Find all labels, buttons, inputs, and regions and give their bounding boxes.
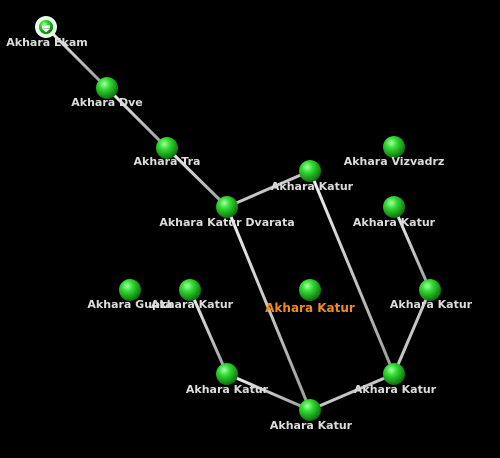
graph-node[interactable]: Akhara Katur (270, 399, 353, 432)
node-ball[interactable] (96, 77, 118, 99)
node-ball[interactable] (383, 196, 405, 218)
node-label[interactable]: Akhara Katur (270, 419, 353, 432)
node-label[interactable]: Akhara Katur (353, 216, 436, 229)
node-label[interactable]: Akhara Tra (134, 155, 201, 168)
edge-n5-n13 (308, 169, 396, 376)
edge-n1-n2 (44, 25, 109, 90)
graph-node[interactable]: Akhara Katur Dvarata (159, 196, 295, 229)
node-label[interactable]: Akhara Katur (354, 383, 437, 396)
node-ball[interactable] (299, 399, 321, 421)
node-label[interactable]: Akhara Gupta (87, 298, 172, 311)
node-label[interactable]: Akhara Vizvadrz (344, 155, 445, 168)
graph-node[interactable]: Akhara Tra (134, 137, 201, 168)
edge-n8-n9 (392, 205, 432, 292)
graph-node[interactable]: Akhara Katur (186, 363, 269, 396)
edge-n4-n14 (225, 205, 312, 412)
node-label[interactable]: Akhara Ekam (6, 36, 87, 49)
graph-node[interactable]: Akhara Gupta (87, 279, 173, 311)
graph-node[interactable]: Akhara Katur (151, 279, 234, 311)
selected-node-label[interactable]: Akhara Katur (265, 301, 355, 315)
node-ball[interactable] (119, 279, 141, 301)
node-ball[interactable] (216, 363, 238, 385)
node-ball[interactable] (179, 279, 201, 301)
node-ball[interactable] (299, 160, 321, 182)
node-ball[interactable] (383, 363, 405, 385)
node-ball[interactable] (383, 136, 405, 158)
graph-node[interactable]: Akhara Katur (354, 363, 437, 396)
edge-n9-n13 (392, 288, 432, 376)
node-ball[interactable] (216, 196, 238, 218)
node-label[interactable]: Akhara Katur (271, 180, 354, 193)
edge-n4-n5 (225, 169, 312, 209)
graph-node[interactable]: Akhara Katur (271, 160, 354, 193)
graph-node[interactable]: Akhara Katur (390, 279, 473, 311)
circle-arrow-down-icon (42, 25, 50, 33)
node-ball[interactable] (156, 137, 178, 159)
graph-node[interactable]: Akhara Dve (71, 77, 143, 109)
node-label[interactable]: Akhara Katur (186, 383, 269, 396)
node-label[interactable]: Akhara Katur (151, 298, 234, 311)
graph-node[interactable]: Akhara Ekam (6, 16, 88, 49)
graph-node[interactable]: Akhara Katur (353, 196, 436, 229)
edge-n2-n3 (105, 86, 169, 150)
edge-n11-n12 (188, 288, 229, 376)
node-label[interactable]: Akhara Dve (71, 96, 143, 109)
node-label[interactable]: Akhara Katur (390, 298, 473, 311)
node-ball[interactable] (299, 279, 321, 301)
edge-n13-n14 (308, 372, 396, 412)
edge-n12-n14 (225, 372, 312, 412)
node-label[interactable]: Akhara Katur Dvarata (159, 216, 294, 229)
graph-node[interactable]: Akhara Vizvadrz (344, 136, 445, 168)
edge-n3-n4 (165, 146, 229, 209)
node-ball[interactable] (419, 279, 441, 301)
graph-node[interactable]: Akhara Katur (265, 279, 355, 315)
